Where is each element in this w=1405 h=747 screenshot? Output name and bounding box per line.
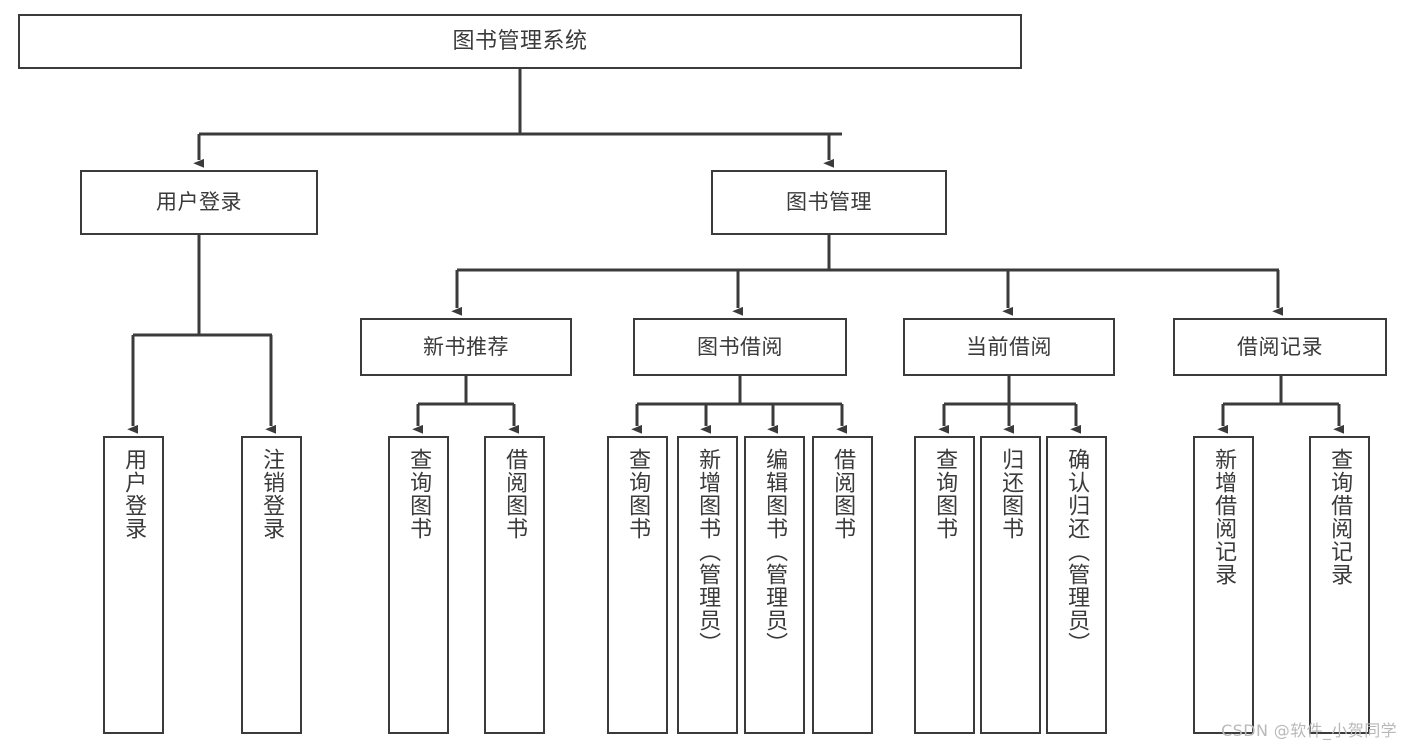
leaf-confirm-return-admin[interactable]: 确认归还（管理员） xyxy=(1046,436,1107,734)
node-label: 新增图书（管理员） xyxy=(695,448,721,655)
node-label: 查询借阅记录 xyxy=(1327,448,1353,586)
leaf-logout-login[interactable]: 注销登录 xyxy=(241,436,302,734)
node-label: 确认归还（管理员） xyxy=(1064,448,1090,655)
leaf-borrow-book-recommend[interactable]: 借阅图书 xyxy=(484,436,545,734)
node-label: 新书推荐 xyxy=(423,334,509,359)
node-label: 用户登录 xyxy=(156,190,242,215)
leaf-add-book-admin[interactable]: 新增图书（管理员） xyxy=(677,436,738,734)
node-label: 借阅记录 xyxy=(1237,334,1323,359)
node-new-book-recommend[interactable]: 新书推荐 xyxy=(360,318,572,376)
node-book-management[interactable]: 图书管理 xyxy=(711,170,947,235)
leaf-user-login[interactable]: 用户登录 xyxy=(103,436,164,734)
leaf-query-borrow-record[interactable]: 查询借阅记录 xyxy=(1309,436,1370,734)
leaf-borrow-book-borrow[interactable]: 借阅图书 xyxy=(812,436,873,734)
node-label: 归还图书 xyxy=(998,448,1024,540)
node-label: 图书管理系统 xyxy=(452,28,588,54)
leaf-query-book-current[interactable]: 查询图书 xyxy=(914,436,975,734)
node-label: 图书管理 xyxy=(786,190,872,215)
leaf-edit-book-admin[interactable]: 编辑图书（管理员） xyxy=(744,436,805,734)
node-root-book-management-system[interactable]: 图书管理系统 xyxy=(18,14,1022,69)
leaf-return-book[interactable]: 归还图书 xyxy=(980,436,1041,734)
node-current-borrow[interactable]: 当前借阅 xyxy=(903,318,1115,376)
node-label: 新增借阅记录 xyxy=(1211,448,1237,586)
leaf-query-book-recommend[interactable]: 查询图书 xyxy=(388,436,449,734)
node-label: 查询图书 xyxy=(932,448,958,540)
node-label: 用户登录 xyxy=(121,448,147,540)
node-label: 编辑图书（管理员） xyxy=(762,448,788,655)
node-label: 当前借阅 xyxy=(966,334,1052,359)
leaf-add-borrow-record[interactable]: 新增借阅记录 xyxy=(1193,436,1254,734)
csdn-watermark: CSDN @软件_小贺同学 xyxy=(1221,721,1397,740)
node-label: 注销登录 xyxy=(259,448,285,540)
node-book-borrow[interactable]: 图书借阅 xyxy=(633,318,847,376)
node-label: 借阅图书 xyxy=(830,448,856,540)
leaf-query-book-borrow[interactable]: 查询图书 xyxy=(607,436,668,734)
node-label: 查询图书 xyxy=(406,448,432,540)
node-borrow-record[interactable]: 借阅记录 xyxy=(1173,318,1387,376)
node-label: 借阅图书 xyxy=(502,448,528,540)
node-label: 图书借阅 xyxy=(697,334,783,359)
node-label: 查询图书 xyxy=(625,448,651,540)
node-user-login[interactable]: 用户登录 xyxy=(80,170,318,235)
